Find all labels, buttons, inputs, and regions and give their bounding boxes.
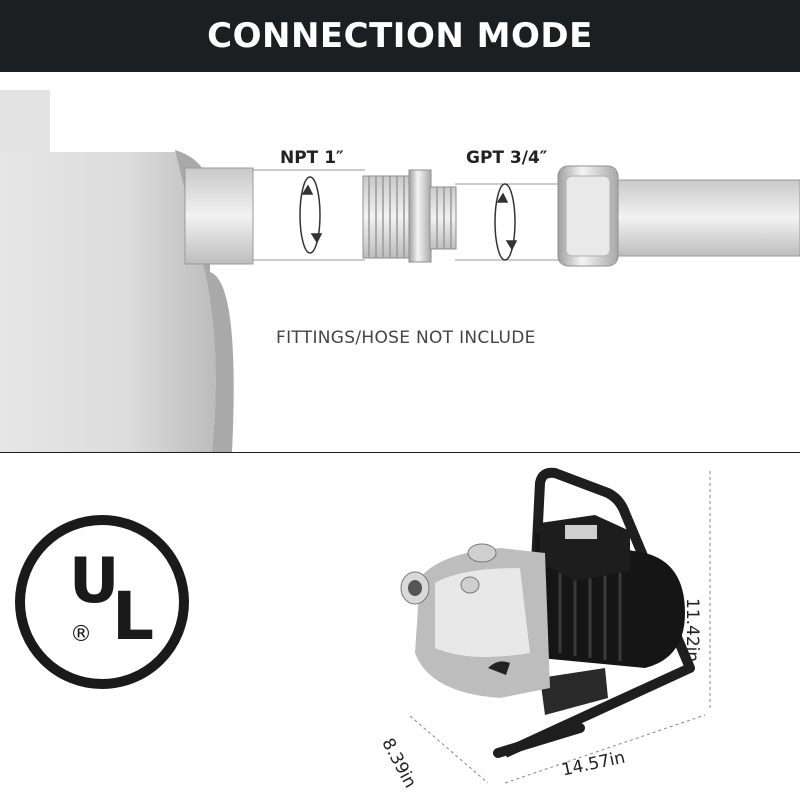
header-banner: CONNECTION MODE [0,0,800,72]
guide-lines [253,169,560,261]
product-section: U L ® [0,453,800,793]
rotation-arrow-icon [299,176,323,254]
ul-letter-l: L [112,578,155,655]
pump-product: 11.42in 8.39in 14.57in [377,453,800,793]
pump-illustration [400,467,711,784]
gpt-label: GPT 3/4″ [466,148,548,168]
ul-letter-u: U [69,544,120,617]
pump-body-shape [0,90,254,452]
registered-mark: ® [70,622,92,647]
rotation-arrow-icon [494,183,518,261]
ul-logo: U L ® [14,514,190,690]
height-dimension: 11.42in [682,598,702,663]
npt-label: NPT 1″ [280,148,344,168]
connection-illustration [0,90,800,452]
connection-diagram: NPT 1″ GPT 3/4″ FITTINGS/HOSE NOT INCLUD… [0,72,800,452]
section-divider [0,452,800,453]
fittings-note: FITTINGS/HOSE NOT INCLUDE [276,328,536,348]
nipple-fitting [362,169,457,263]
hose-nut-pipe [557,165,800,267]
ul-ring-icon [15,515,189,689]
page-title: CONNECTION MODE [207,16,593,56]
